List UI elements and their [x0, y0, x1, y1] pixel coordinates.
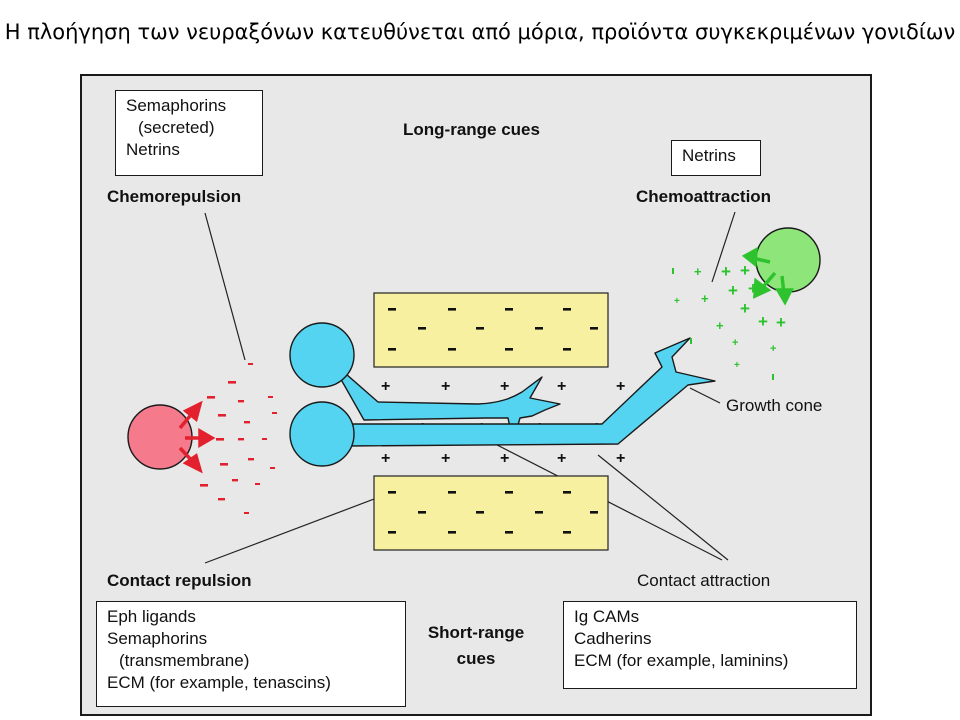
contact-repulsion-label: Contact repulsion — [107, 571, 252, 590]
molecule-ig-cams: Ig CAMs — [574, 607, 640, 626]
svg-text:+: + — [748, 279, 758, 298]
molecule-ecm-laminins: ECM (for example, laminins) — [574, 651, 789, 670]
svg-text:+: + — [441, 378, 450, 395]
short-range-line-1: Short-range — [427, 623, 525, 642]
svg-text:+: + — [500, 450, 509, 467]
lower-substrate — [373, 475, 609, 551]
svg-text:+: + — [740, 299, 750, 318]
molecule-netrins-attractive: Netrins — [682, 146, 736, 165]
track-positive-charges: +++++ ++++ +++++ — [381, 378, 625, 467]
svg-text:+: + — [701, 291, 709, 306]
molecule-eph-ligands: Eph ligands — [107, 607, 196, 626]
upper-substrate — [373, 292, 609, 368]
short-range-cues-label: Short-range cues — [416, 620, 536, 672]
chemorepulsion-molecules-box: Semaphorins (secreted) Netrins — [115, 90, 263, 176]
short-range-line-2: cues — [456, 649, 496, 668]
repulsive-gradient-marks — [200, 363, 277, 514]
svg-text:+: + — [740, 261, 750, 280]
attractive-gradient-marks: ++ ++ ++ ++ ++ ++ ++ — [672, 261, 786, 380]
contact-attraction-label: Contact attraction — [637, 571, 771, 590]
molecule-netrins-repulsive: Netrins — [126, 140, 180, 159]
long-range-cues-label: Long-range cues — [403, 120, 540, 139]
svg-text:+: + — [758, 312, 768, 331]
svg-text:+: + — [500, 378, 509, 395]
lower-cell-body — [289, 401, 355, 467]
neurons — [289, 322, 716, 467]
chemoattraction-molecules-box: Netrins — [671, 140, 761, 176]
molecule-secreted-note: (secreted) — [138, 118, 215, 137]
svg-text:+: + — [721, 262, 731, 281]
svg-text:+: + — [616, 450, 625, 467]
chemorepulsion-label: Chemorepulsion — [107, 187, 242, 206]
svg-text:+: + — [734, 360, 740, 371]
molecule-semaphorins-secreted: Semaphorins — [126, 96, 227, 115]
chemoattractive-source: ++ ++ ++ ++ ++ ++ ++ — [672, 227, 821, 380]
chemoattraction-label: Chemoattraction — [636, 187, 772, 206]
repulsive-arrows — [178, 400, 216, 474]
molecule-transmembrane-note: (transmembrane) — [119, 651, 250, 670]
contact-attraction-molecules-box: Ig CAMs Cadherins ECM (for example, lami… — [563, 601, 857, 689]
svg-text:+: + — [674, 296, 680, 307]
svg-text:+: + — [616, 378, 625, 395]
chemorepulsive-source — [127, 363, 277, 514]
molecule-cadherins: Cadherins — [574, 629, 652, 648]
growth-cone-label: Growth cone — [726, 396, 823, 415]
attractive-arrows — [741, 246, 794, 306]
svg-text:+: + — [381, 378, 390, 395]
molecule-semaphorins-transmembrane: Semaphorins — [107, 629, 208, 648]
svg-text:+: + — [557, 450, 566, 467]
svg-text:+: + — [716, 318, 724, 333]
svg-text:+: + — [557, 378, 566, 395]
svg-text:+: + — [776, 313, 786, 332]
lower-axon — [345, 337, 716, 447]
svg-text:+: + — [770, 343, 776, 355]
slide-title: Η πλοήγηση των νευραξόνων κατευθύνεται α… — [4, 20, 956, 44]
upper-cell-body — [289, 322, 355, 388]
svg-text:+: + — [381, 450, 390, 467]
svg-text:+: + — [732, 337, 738, 349]
svg-text:+: + — [441, 450, 450, 467]
svg-text:+: + — [694, 264, 702, 279]
svg-text:+: + — [728, 281, 738, 300]
molecule-ecm-tenascins: ECM (for example, tenascins) — [107, 673, 331, 692]
substrate-negative-charges — [388, 308, 598, 534]
contact-repulsion-molecules-box: Eph ligands Semaphorins (transmembrane) … — [96, 601, 406, 707]
repulsive-cell — [127, 404, 193, 470]
